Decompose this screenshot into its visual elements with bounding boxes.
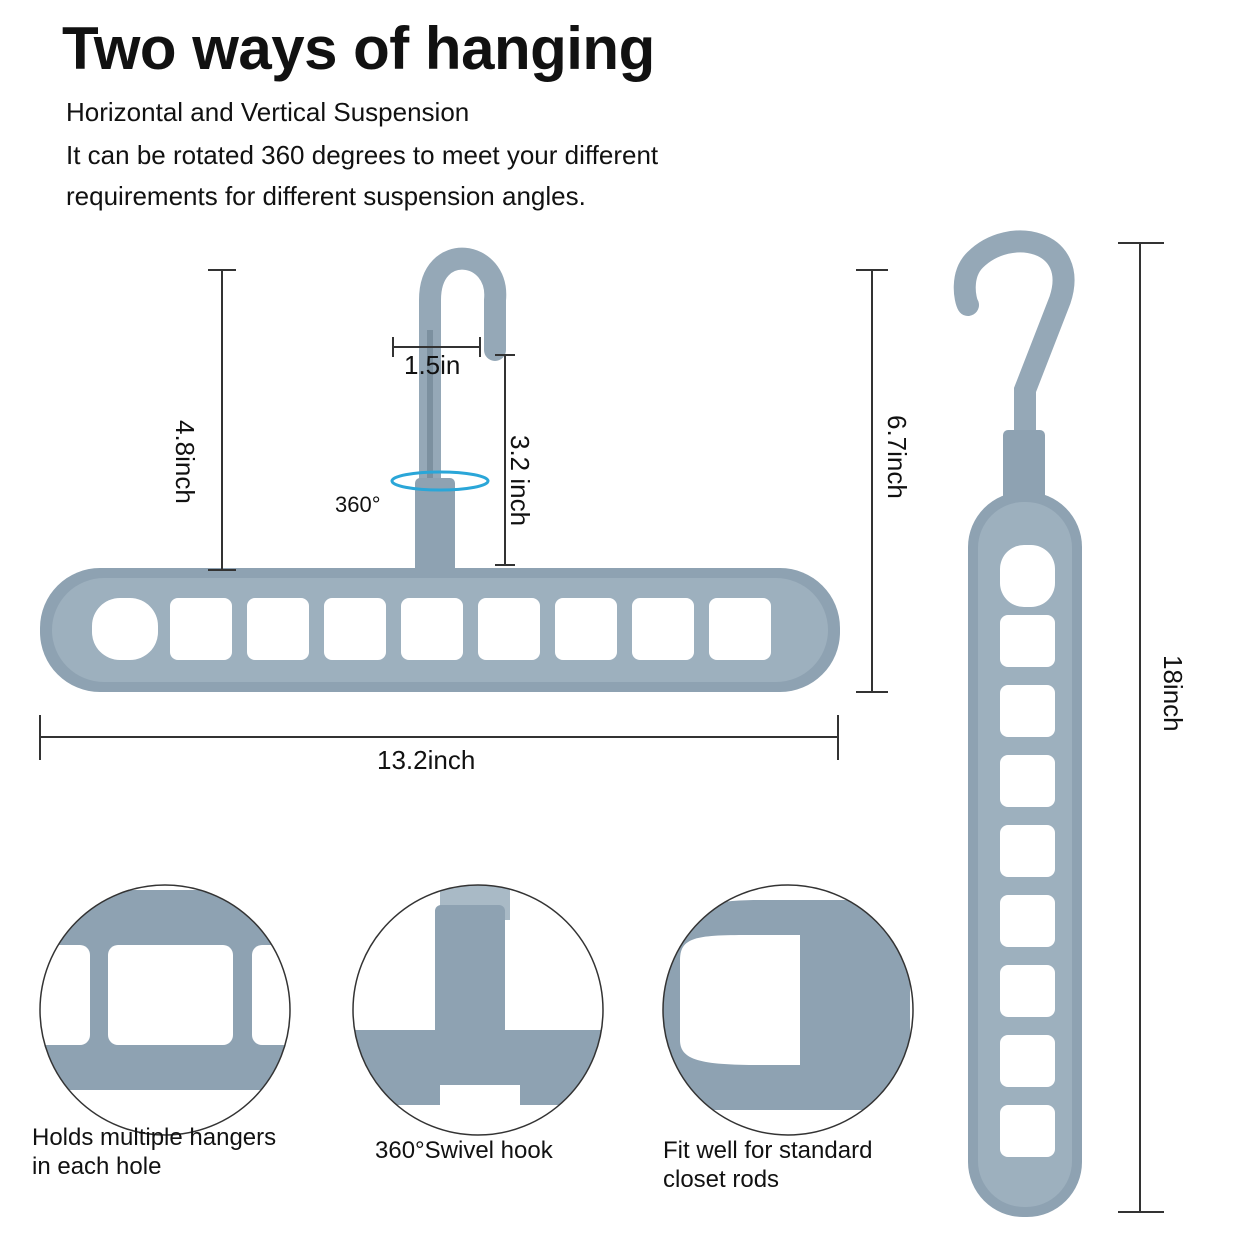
dimension-lines (39, 242, 1164, 1213)
feature-caption-holes: Holds multiple hangers in each hole (32, 1123, 276, 1181)
caption-line: Fit well for standard (663, 1137, 873, 1164)
hook-opening-label: 1.5in (404, 350, 461, 380)
hanger-hole (401, 598, 463, 660)
description-line-1: It can be rotated 360 degrees to meet yo… (66, 140, 659, 170)
hanger-hole (1000, 825, 1055, 877)
hanger-hole (1000, 545, 1055, 607)
detail-rod-end (662, 884, 914, 1136)
width-label: 13.2inch (377, 745, 476, 775)
hanger-hole (1000, 965, 1055, 1017)
feature-caption-swivel: 360°Swivel hook (375, 1136, 553, 1165)
rotation-arrow-icon (390, 470, 490, 492)
hanger-hole (632, 598, 694, 660)
hanger-hole (1000, 895, 1055, 947)
hanger-hole (324, 598, 386, 660)
hanger-hole (170, 598, 232, 660)
hanger-hole (1000, 1035, 1055, 1087)
caption-line: in each hole (32, 1153, 162, 1180)
caption-line: closet rods (663, 1166, 780, 1193)
hanger-hole (92, 598, 158, 660)
hanger-hole (247, 598, 309, 660)
hanger-hole (555, 598, 617, 660)
caption-line: 360°Swivel hook (375, 1137, 553, 1164)
description-line-2: requirements for different suspension an… (66, 181, 586, 211)
neck-height-label: 3.2 inch (505, 435, 535, 527)
hanger-hole (1000, 755, 1055, 807)
detail-swivel (352, 884, 604, 1136)
vertical-length-label: 18inch (1158, 655, 1188, 732)
detail-holes (39, 884, 291, 1136)
hanger-hole (1000, 615, 1055, 667)
hanger-hole (709, 598, 771, 660)
hanger-hole (478, 598, 540, 660)
hanger-hole (1000, 685, 1055, 737)
hanger-hole (1000, 1105, 1055, 1157)
hook-height-label: 4.8inch (170, 420, 200, 504)
total-height-label: 6.7inch (882, 415, 912, 499)
rotation-label: 360° (335, 492, 381, 517)
caption-line: Holds multiple hangers (32, 1124, 277, 1151)
feature-caption-rods: Fit well for standard closet rods (663, 1136, 872, 1194)
subtitle: Horizontal and Vertical Suspension (66, 97, 470, 127)
page-title: Two ways of hanging (62, 15, 655, 82)
